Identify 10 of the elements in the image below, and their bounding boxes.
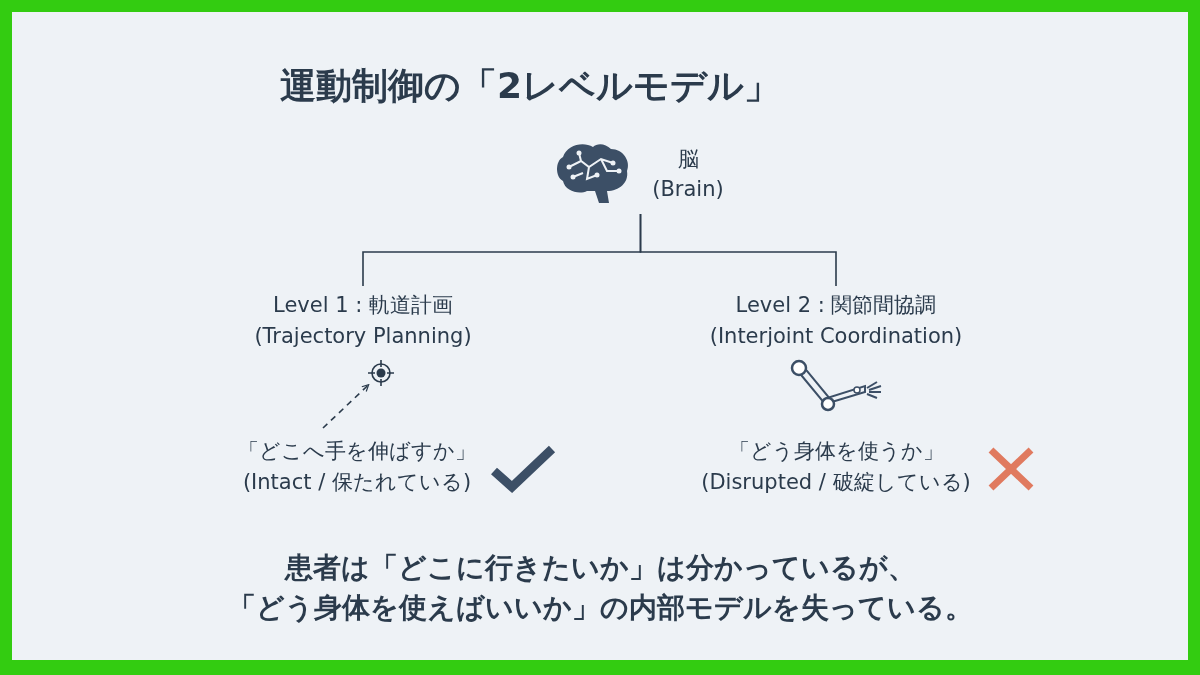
status-text: 「どこへ手を伸ばすか」 (Intact / 保たれている) [237,438,477,496]
target-icon [367,359,395,387]
arrow [322,383,370,429]
level-label: Level 1 : 軌道計画 (Trajectory Planning) [228,290,498,352]
connector-line [639,213,837,287]
level-label: Level 2 : 関節間協調 (Interjoint Coordination) [690,290,982,352]
status-text: 「どう身体を使うか」 (Disrupted / 破綻している) [700,438,972,496]
caption: 患者は「どこに行きたいか」は分かっているが、「どう身体を使えばいいか」の内部モデルを失っている。 [226,550,974,626]
node-label: 脳 (Brain) [651,146,725,203]
title: 運動制御の「2レベルモデル」 [280,64,781,108]
